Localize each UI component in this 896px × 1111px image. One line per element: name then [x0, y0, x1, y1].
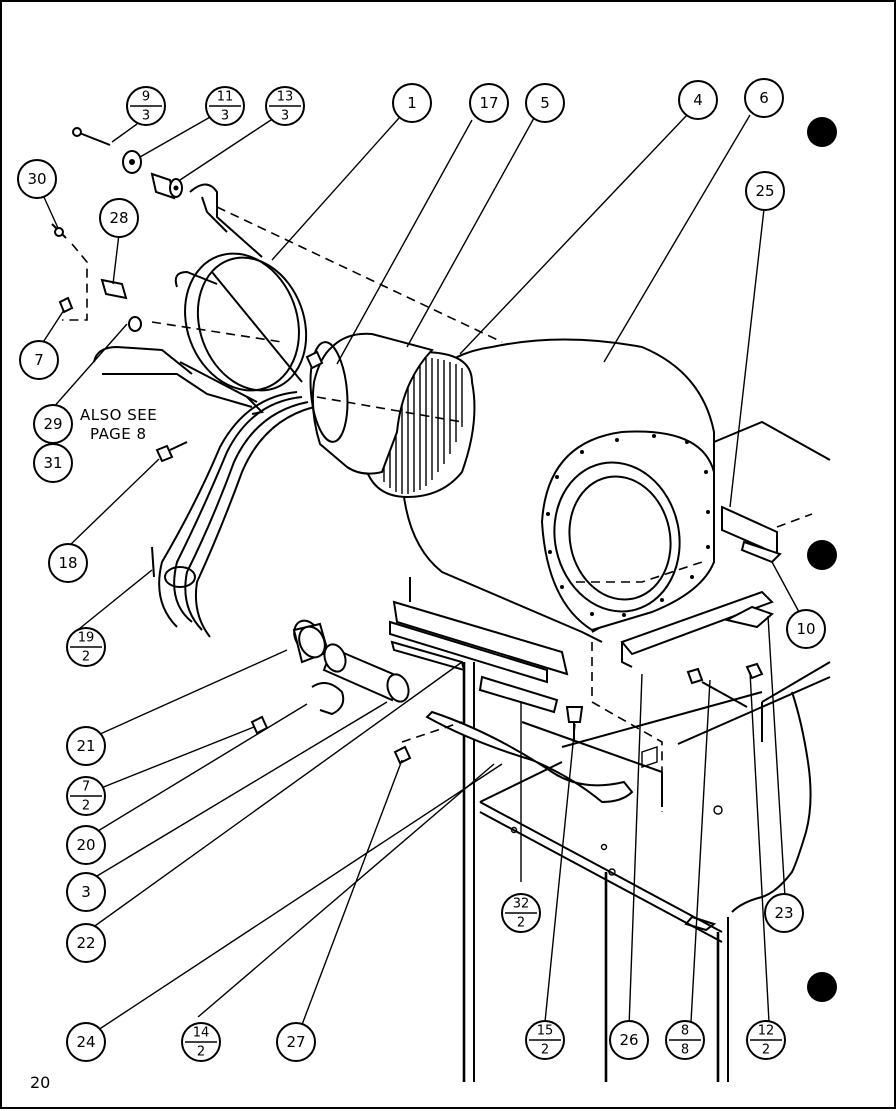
wiring-harness [151, 391, 463, 638]
callout-18: 18 [48, 543, 88, 583]
callout-label: 17 [479, 94, 498, 112]
callout-bottom: 2 [82, 650, 90, 665]
callout-top: 14 [193, 1026, 210, 1041]
callout-top: 32 [513, 897, 530, 912]
binder-hole-top [807, 117, 837, 147]
callout-9-3: 93 [126, 86, 166, 126]
callout-bottom: 2 [82, 799, 90, 814]
callout-14-2: 142 [181, 1022, 221, 1062]
blower-motor [309, 332, 434, 475]
binder-hole-middle [807, 540, 837, 570]
callout-label: 30 [27, 170, 46, 188]
page-number: 20 [30, 1073, 50, 1092]
callout-11-3: 113 [205, 86, 245, 126]
callout-24: 24 [66, 1022, 106, 1062]
callout-label: 29 [43, 415, 62, 433]
capacitor-parts [155, 350, 764, 765]
callout-15-2: 152 [525, 1020, 565, 1060]
callout-bottom: 2 [541, 1043, 549, 1058]
callout-bottom: 8 [681, 1043, 689, 1058]
callout-label: 7 [34, 351, 44, 369]
callout-26: 26 [609, 1020, 649, 1060]
callout-bottom: 3 [142, 109, 150, 124]
callout-29: 29 [33, 404, 73, 444]
callout-label: 22 [76, 934, 95, 952]
callout-label: 1 [407, 94, 417, 112]
callout-20: 20 [66, 825, 106, 865]
callout-1: 1 [392, 83, 432, 123]
callout-13-3: 133 [265, 86, 305, 126]
callout-label: 23 [774, 904, 793, 922]
callout-top: 9 [142, 90, 150, 105]
callout-top: 8 [681, 1024, 689, 1039]
callout-19-2: 192 [66, 627, 106, 667]
leader-lines [39, 114, 800, 1033]
callout-label: 18 [58, 554, 77, 572]
motor-mount [93, 183, 308, 415]
callout-label: 5 [540, 94, 550, 112]
callout-32-2: 322 [501, 893, 541, 933]
callout-5: 5 [525, 83, 565, 123]
callout-top: 7 [82, 780, 90, 795]
note-line-1: ALSO SEE [80, 406, 157, 424]
callout-label: 21 [76, 737, 95, 755]
callout-top: 12 [758, 1024, 775, 1039]
callout-21: 21 [66, 726, 106, 766]
callout-28: 28 [99, 198, 139, 238]
callout-label: 6 [759, 89, 769, 107]
callout-27: 27 [276, 1022, 316, 1062]
callout-label: 25 [755, 182, 774, 200]
callout-label: 27 [286, 1033, 305, 1051]
callout-17: 17 [469, 83, 509, 123]
callout-bottom: 3 [281, 109, 289, 124]
callout-8-8: 88 [665, 1020, 705, 1060]
callout-31: 31 [33, 443, 73, 483]
brackets [389, 505, 813, 804]
callout-4: 4 [678, 80, 718, 120]
mount-hardware [51, 127, 503, 343]
callout-12-2: 122 [746, 1020, 786, 1060]
callout-6: 6 [744, 78, 784, 118]
callout-7: 7 [19, 340, 59, 380]
callout-22: 22 [66, 923, 106, 963]
callout-label: 10 [796, 620, 815, 638]
callout-top: 19 [78, 631, 95, 646]
callout-label: 28 [109, 209, 128, 227]
callout-label: 3 [81, 883, 91, 901]
callout-30: 30 [17, 159, 57, 199]
callout-label: 26 [619, 1031, 638, 1049]
callout-bottom: 2 [197, 1045, 205, 1060]
callout-label: 24 [76, 1033, 95, 1051]
callout-3: 3 [66, 872, 106, 912]
callout-bottom: 3 [221, 109, 229, 124]
callout-23: 23 [764, 893, 804, 933]
callout-top: 13 [277, 90, 294, 105]
callout-label: 4 [693, 91, 703, 109]
callout-label: 20 [76, 836, 95, 854]
callout-top: 15 [537, 1024, 554, 1039]
callout-10: 10 [786, 609, 826, 649]
callout-bottom: 2 [517, 916, 525, 931]
note-line-2: PAGE 8 [90, 425, 147, 443]
callout-label: 31 [43, 454, 62, 472]
binder-hole-bottom [807, 972, 837, 1002]
callout-25: 25 [745, 171, 785, 211]
callout-top: 11 [217, 90, 234, 105]
callout-7-2: 72 [66, 776, 106, 816]
callout-bottom: 2 [762, 1043, 770, 1058]
